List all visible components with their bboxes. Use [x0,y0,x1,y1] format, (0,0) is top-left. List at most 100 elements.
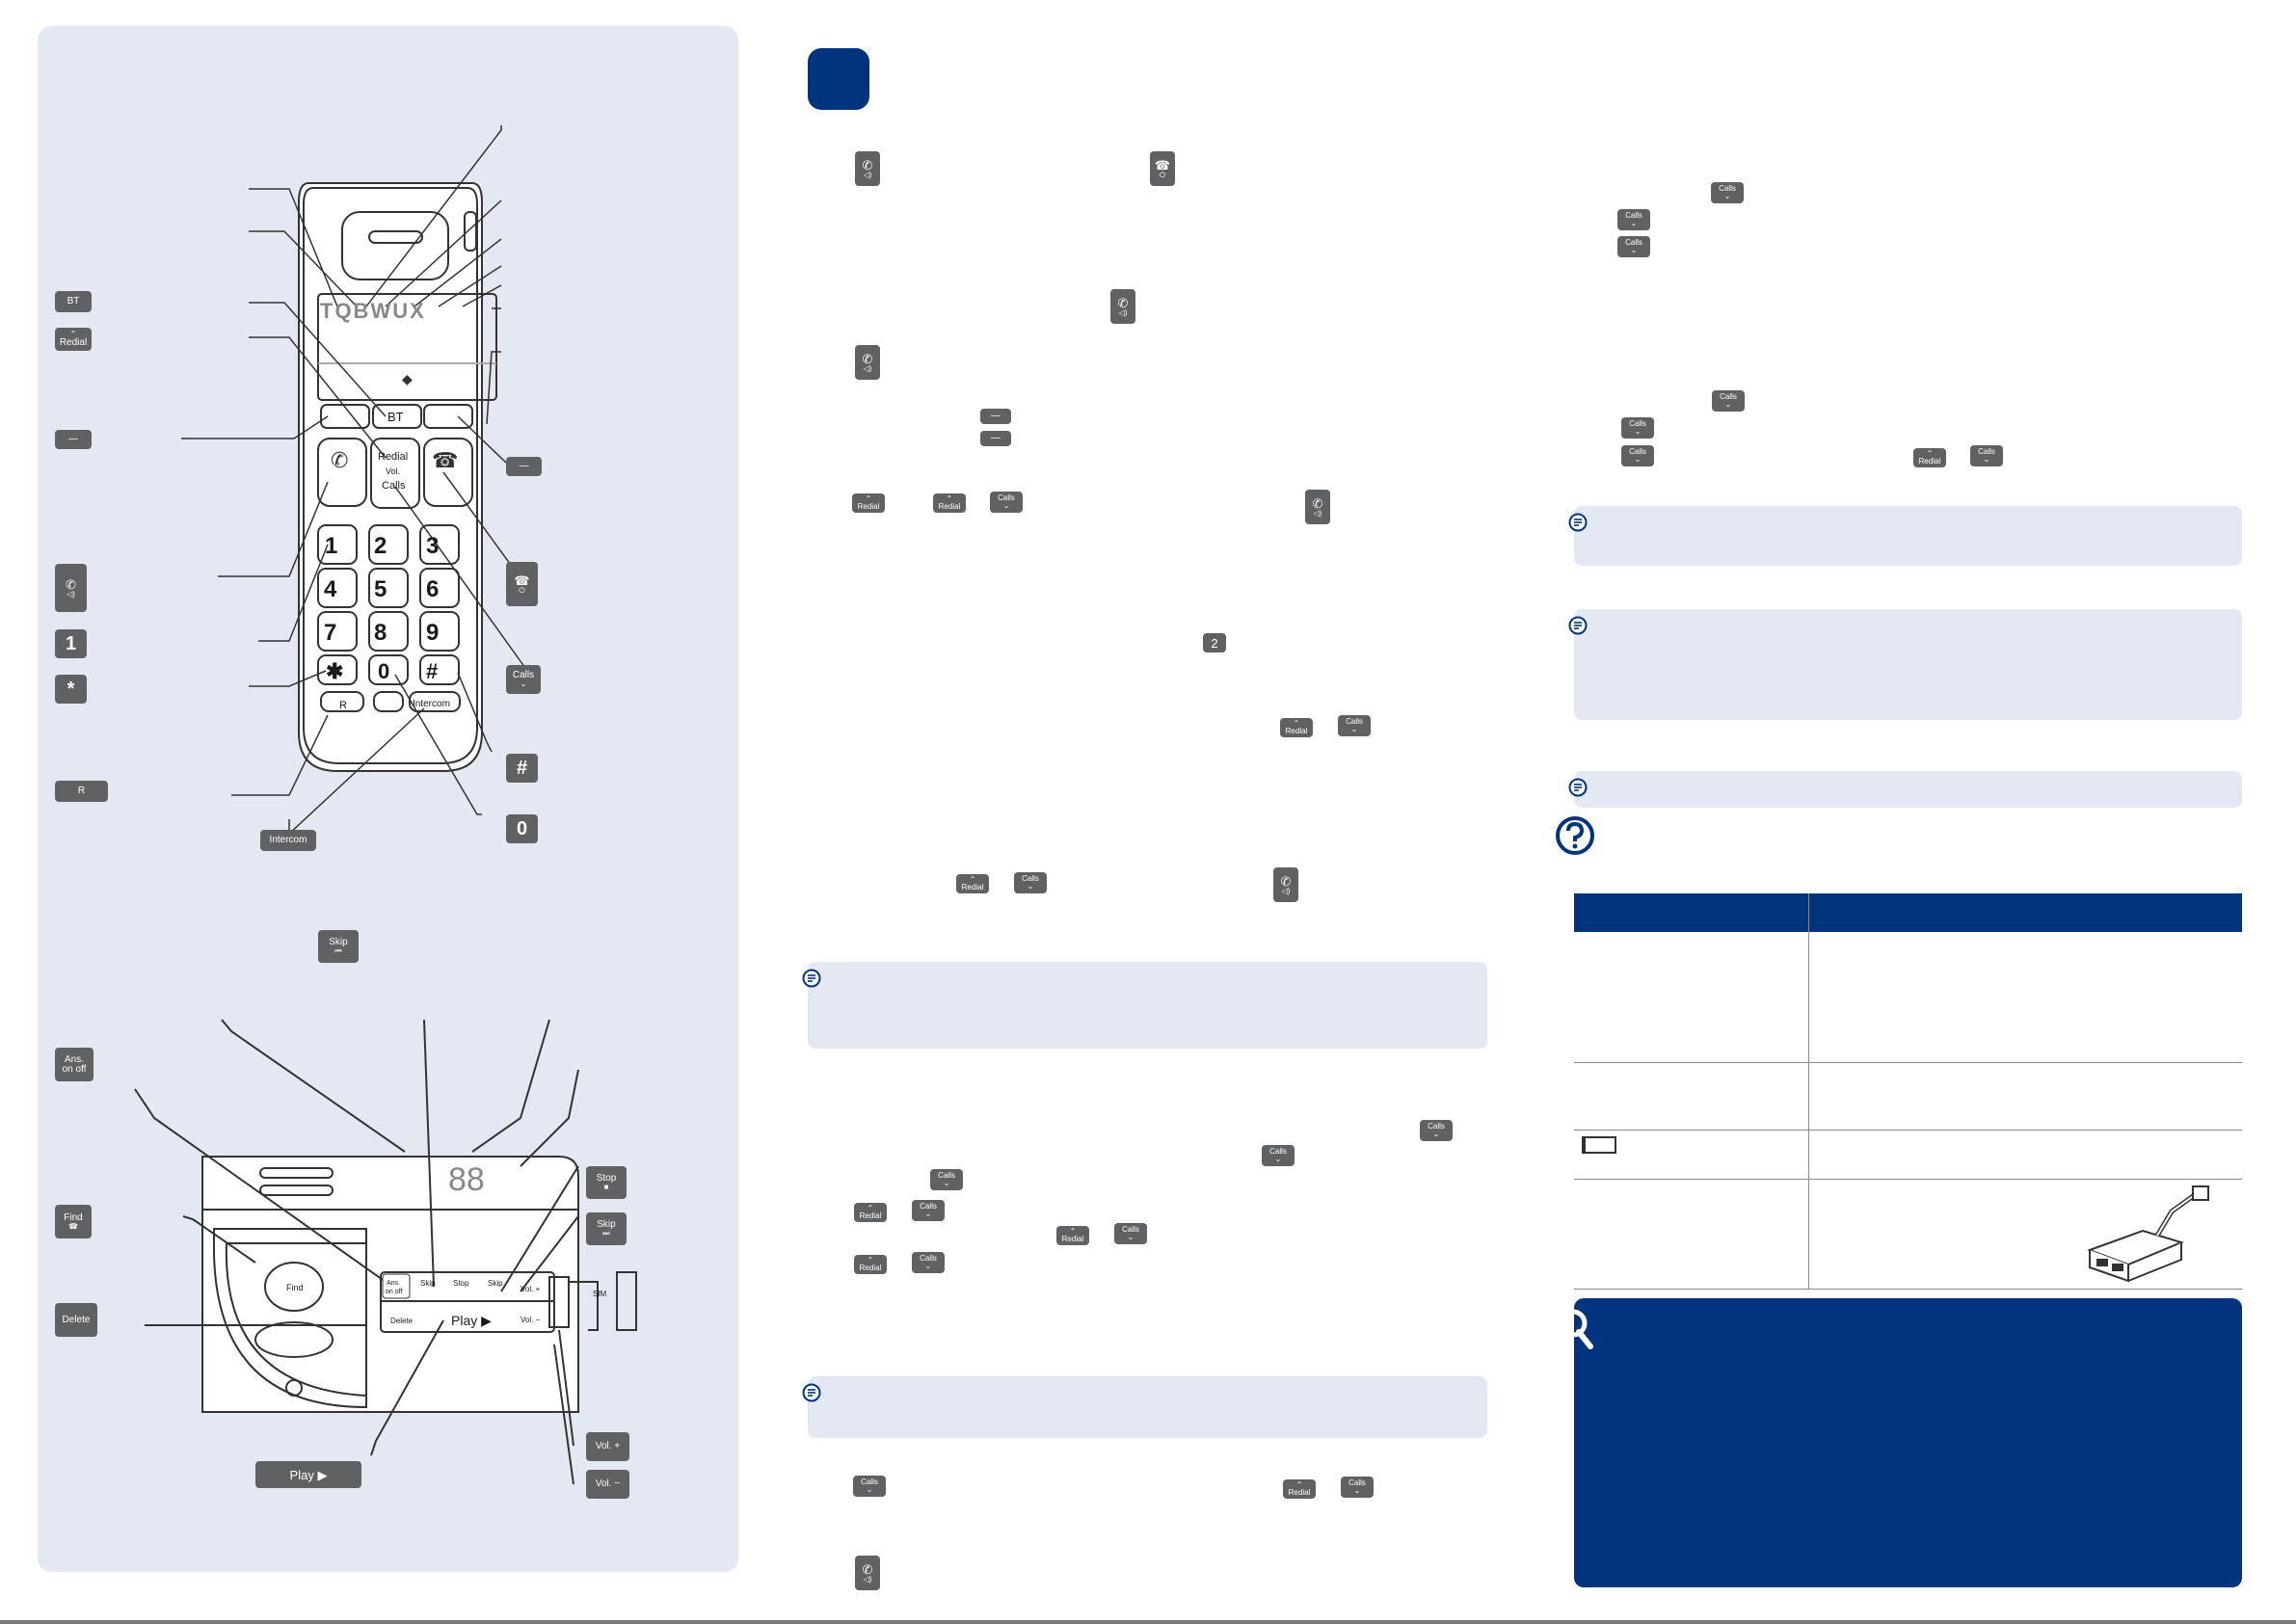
intercom-key: Intercom [260,830,316,851]
redial-key: ⌃Redial [854,1255,887,1274]
softkey-icon: — [980,431,1011,446]
redial-key: ⌃Redial [956,874,989,893]
table-divider [1808,893,1809,1289]
svg-text:5: 5 [374,576,387,602]
calls-key: Calls⌄ [1014,872,1047,893]
svg-text:✱: ✱ [326,659,343,683]
svg-text:TQBWUX: TQBWUX [320,299,426,323]
calls-key: Calls⌄ [990,492,1023,513]
talk-key-icon: ✆◁) [855,151,880,186]
note-box [1574,609,2242,720]
table-header [1574,893,2242,932]
calls-key: Calls⌄ [1617,236,1650,257]
handset-illustration: TQBWUX ◆ BT Redial Vol. Calls R Intercom… [181,125,531,836]
redial-key: ⌃Redial [1283,1479,1316,1499]
redial-key: ⌃Redial [852,493,885,513]
calls-key: Calls⌄ [1621,417,1654,439]
skip-forward-key: Skip⏭ [586,1212,627,1245]
svg-text:#: # [426,659,438,683]
svg-text:Ans.: Ans. [387,1280,400,1287]
end-key-icon: ☎⏻ [1150,151,1175,186]
talk-key-icon: ✆◁) [855,1556,880,1590]
svg-text:4: 4 [324,576,337,602]
handset-bt-label: BT [387,410,404,424]
play-key: Play ▶ [255,1461,361,1488]
base-illustration: 88 Ans. on off Skip Stop Skip Vol. + Vol… [134,1019,637,1485]
talk-key-icon: ✆◁) [1110,289,1135,324]
svg-text:Redial: Redial [378,451,408,463]
svg-text:9: 9 [426,620,439,646]
section-badge [808,48,869,110]
note-box [808,962,1487,1049]
info-panel [1574,1298,2242,1587]
note-icon [1568,778,1588,797]
help-icon [1556,816,1594,855]
note-icon [802,969,821,988]
find-key: Find☎ [55,1205,92,1238]
talk-key-icon: ✆◁) [1273,867,1298,902]
table-row-separator [1574,1179,2242,1180]
skip-back-key: Skip⏮ [318,930,359,963]
calls-key: Calls⌄ [912,1200,945,1221]
calls-key: Calls⌄ [930,1169,963,1190]
svg-text:Vol. −: Vol. − [521,1316,541,1324]
talk-key-icon: ✆◁) [855,345,880,380]
vol-plus-key: Vol. + [586,1432,629,1461]
vol-minus-key: Vol. − [586,1470,629,1499]
calls-key: Calls⌄ [1341,1477,1374,1498]
svg-text:Delete: Delete [390,1317,414,1325]
svg-text:6: 6 [426,576,439,602]
note-icon [802,1383,821,1402]
svg-text:0: 0 [378,659,389,683]
r-key: R [55,781,108,802]
svg-text:Stop: Stop [453,1279,469,1288]
calls-key: Calls⌄ [1712,390,1745,412]
search-icon [1559,1309,1593,1349]
softkey-icon: — [980,409,1011,424]
svg-text:on off: on off [386,1289,402,1295]
calls-key: Calls⌄ [853,1476,886,1497]
redial-key: ⌃Redial [1056,1226,1089,1245]
two-key: 2 [1203,633,1226,652]
svg-text:R: R [339,700,347,711]
calls-key: Calls⌄ [1621,445,1654,466]
redial-key: ⌃Redial [1280,718,1313,737]
svg-text:Vol. +: Vol. + [521,1285,541,1293]
zero-key: 0 [506,814,538,843]
ans-on-off-key: Ans.on off [55,1048,93,1081]
svg-text:Find: Find [286,1283,304,1292]
one-key: 1 [55,629,87,658]
redial-key: ⌃Redial [1913,448,1946,467]
softkey-left: — [55,430,92,449]
adsl-filter-illustration [2087,1185,2209,1283]
note-box [1574,506,2242,566]
note-icon [1568,513,1588,532]
note-icon [1568,616,1588,635]
svg-text:SIM: SIM [593,1290,607,1298]
calls-key: Calls⌄ [912,1252,945,1273]
table-row-separator [1574,1289,2242,1290]
calls-key: Calls⌄ [1114,1223,1147,1244]
table-row-separator [1574,1130,2242,1131]
calls-key: Calls⌄ [1711,182,1744,203]
note-box [1574,771,2242,808]
table-row-separator [1574,1062,2242,1063]
svg-text:7: 7 [324,620,336,646]
stop-key: Stop■ [586,1166,627,1199]
note-box [808,1376,1487,1438]
star-key: * [55,675,87,704]
footer-rule [0,1620,2296,1624]
calls-key: Calls⌄ [506,665,541,694]
redial-key: ⌃Redial [854,1203,887,1222]
svg-text:Vol.: Vol. [386,466,400,476]
redial-key: ⌃Redial [55,328,92,351]
svg-text:✆: ✆ [331,448,348,472]
svg-text:Intercom: Intercom [413,699,450,709]
calls-key: Calls⌄ [1970,445,2003,466]
svg-text:Skip: Skip [488,1279,503,1288]
svg-text:1: 1 [325,533,337,559]
svg-text:◆: ◆ [402,371,413,386]
svg-text:Calls: Calls [382,480,406,492]
svg-text:88: 88 [448,1161,485,1198]
talk-key-icon: ✆◁) [55,564,87,612]
